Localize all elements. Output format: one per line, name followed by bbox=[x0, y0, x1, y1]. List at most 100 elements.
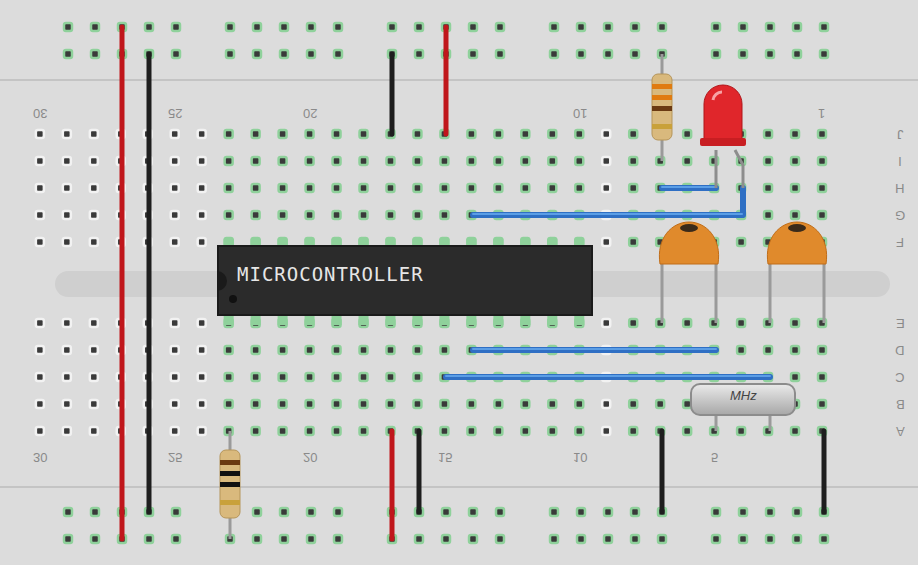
hole bbox=[602, 157, 610, 165]
hole bbox=[764, 346, 772, 354]
hole bbox=[575, 157, 583, 165]
wires bbox=[122, 27, 824, 539]
hole bbox=[602, 319, 610, 327]
hole-grid bbox=[36, 23, 828, 543]
hole bbox=[764, 211, 772, 219]
hole bbox=[279, 427, 287, 435]
hole bbox=[413, 211, 421, 219]
hole bbox=[36, 211, 44, 219]
hole bbox=[307, 50, 315, 58]
hole bbox=[629, 427, 637, 435]
column-number: 20 bbox=[303, 450, 317, 465]
hole bbox=[494, 400, 502, 408]
hole bbox=[225, 184, 233, 192]
chip-pin bbox=[251, 316, 261, 325]
hole bbox=[793, 50, 801, 58]
hole bbox=[469, 535, 477, 543]
hole bbox=[712, 23, 720, 31]
hole bbox=[415, 23, 423, 31]
hole bbox=[90, 346, 98, 354]
column-number: 1 bbox=[818, 106, 825, 121]
hole bbox=[306, 373, 314, 381]
hole bbox=[631, 50, 639, 58]
hole bbox=[171, 427, 179, 435]
black-wire bbox=[660, 431, 665, 512]
resistor-symbol bbox=[220, 431, 240, 539]
hole bbox=[279, 157, 287, 165]
hole bbox=[90, 400, 98, 408]
hole bbox=[766, 50, 774, 58]
hole bbox=[575, 400, 583, 408]
column-number: 25 bbox=[168, 450, 182, 465]
hole bbox=[279, 373, 287, 381]
hole bbox=[521, 400, 529, 408]
hole bbox=[791, 211, 799, 219]
hole bbox=[280, 508, 288, 516]
hole bbox=[225, 373, 233, 381]
hole bbox=[818, 346, 826, 354]
hole bbox=[683, 427, 691, 435]
hole bbox=[629, 184, 637, 192]
hole bbox=[253, 23, 261, 31]
hole bbox=[333, 346, 341, 354]
hole bbox=[64, 535, 72, 543]
hole bbox=[253, 535, 261, 543]
row-letter: A bbox=[896, 424, 905, 439]
hole bbox=[469, 50, 477, 58]
hole bbox=[171, 346, 179, 354]
hole bbox=[521, 427, 529, 435]
hole bbox=[333, 184, 341, 192]
hole bbox=[226, 50, 234, 58]
hole bbox=[279, 130, 287, 138]
hole bbox=[63, 427, 71, 435]
hole bbox=[198, 400, 206, 408]
hole bbox=[577, 535, 585, 543]
black-wire bbox=[417, 431, 422, 512]
row-letter: J bbox=[897, 127, 904, 142]
hole bbox=[90, 427, 98, 435]
rail-divider bbox=[0, 486, 918, 488]
hole bbox=[820, 23, 828, 31]
hole bbox=[198, 373, 206, 381]
hole bbox=[252, 427, 260, 435]
row-letter: C bbox=[895, 370, 904, 385]
chip-notch bbox=[217, 271, 227, 291]
hole bbox=[575, 130, 583, 138]
hole bbox=[496, 23, 504, 31]
hole bbox=[360, 157, 368, 165]
hole bbox=[440, 400, 448, 408]
hole bbox=[386, 400, 394, 408]
hole bbox=[602, 400, 610, 408]
hole bbox=[280, 50, 288, 58]
hole bbox=[280, 23, 288, 31]
hole bbox=[467, 130, 475, 138]
hole bbox=[629, 319, 637, 327]
chip-pin bbox=[574, 316, 584, 325]
hole bbox=[198, 346, 206, 354]
hole bbox=[712, 535, 720, 543]
hole bbox=[712, 50, 720, 58]
hole bbox=[764, 157, 772, 165]
hole bbox=[252, 184, 260, 192]
red-wire bbox=[390, 431, 395, 539]
hole bbox=[360, 427, 368, 435]
hole bbox=[766, 23, 774, 31]
hole bbox=[171, 130, 179, 138]
hole bbox=[333, 211, 341, 219]
hole bbox=[521, 157, 529, 165]
hole bbox=[793, 535, 801, 543]
hole bbox=[306, 157, 314, 165]
hole bbox=[90, 238, 98, 246]
hole bbox=[467, 427, 475, 435]
column-number: 30 bbox=[33, 106, 47, 121]
hole bbox=[737, 319, 745, 327]
chip-pin bbox=[520, 316, 530, 325]
row-letter: H bbox=[895, 181, 904, 196]
hole bbox=[631, 535, 639, 543]
chip-pin bbox=[278, 316, 288, 325]
capacitor-symbol bbox=[767, 222, 826, 323]
hole bbox=[36, 238, 44, 246]
hole bbox=[63, 130, 71, 138]
hole bbox=[279, 400, 287, 408]
hole bbox=[252, 346, 260, 354]
